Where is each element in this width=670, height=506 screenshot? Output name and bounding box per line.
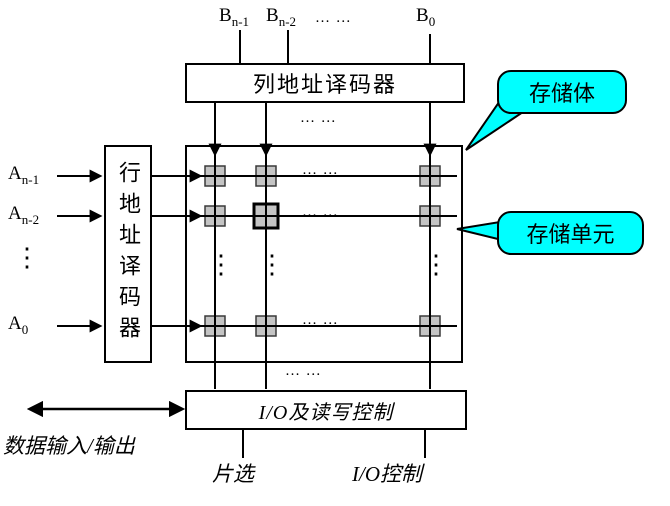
io-readwrite-control-box: I/O及读写控制 bbox=[185, 390, 467, 430]
bus-label-a-n1: An-1 bbox=[8, 163, 39, 188]
top-bus-ellipsis: … … bbox=[315, 10, 352, 26]
bus-label-sub: n-1 bbox=[231, 13, 250, 29]
column-bus-lines-top bbox=[239, 30, 431, 63]
row-address-decoder-box: 行地址译码器 bbox=[104, 145, 152, 363]
callout-memory-bank-label: 存储体 bbox=[528, 81, 595, 106]
bus-label-b-n1: Bn-1 bbox=[219, 5, 249, 30]
bus-label-b-0: B0 bbox=[416, 5, 435, 30]
data-io-label: 数据输入/输出 bbox=[3, 434, 135, 458]
array-col2-vertical-ellipsis: ⋮ bbox=[259, 250, 285, 279]
bus-label-sub: n-1 bbox=[21, 171, 40, 187]
column-address-decoder-box: 列地址译码器 bbox=[185, 63, 465, 103]
array-row2-ellipsis: … … bbox=[302, 204, 339, 220]
address-input-arrows bbox=[57, 169, 103, 333]
bus-label-a-0: A0 bbox=[8, 313, 28, 338]
callout-memory-cell-label: 存储单元 bbox=[526, 222, 615, 247]
bus-label-sub: 0 bbox=[428, 13, 436, 29]
control-input-lines bbox=[242, 428, 426, 458]
decoder-array-ellipsis: … … bbox=[300, 110, 337, 126]
callout-memory-cell: 存储单元 bbox=[497, 211, 644, 255]
chip-select-label: 片选 bbox=[212, 462, 254, 486]
bus-label-sub: n-2 bbox=[278, 13, 297, 29]
bus-label-base: B bbox=[416, 5, 429, 26]
column-select-lines bbox=[208, 101, 437, 389]
bus-label-b-n2: Bn-2 bbox=[266, 5, 296, 30]
array-row1-ellipsis: … … bbox=[302, 162, 339, 178]
bus-label-sub: n-2 bbox=[21, 211, 40, 227]
array-col3-vertical-ellipsis: ⋮ bbox=[423, 250, 449, 279]
memory-array-box bbox=[185, 145, 463, 363]
array-row3-ellipsis: … … bbox=[302, 312, 339, 328]
left-bus-vertical-ellipsis: ⋮ bbox=[14, 243, 40, 272]
bus-label-base: A bbox=[8, 313, 22, 334]
bus-label-sub: 0 bbox=[21, 321, 29, 337]
bus-label-base: A bbox=[8, 163, 22, 184]
io-readwrite-control-label: I/O及读写控制 bbox=[258, 401, 394, 424]
bus-label-base: B bbox=[219, 5, 232, 26]
array-col1-vertical-ellipsis: ⋮ bbox=[208, 250, 234, 279]
bus-label-a-n2: An-2 bbox=[8, 203, 39, 228]
bus-label-base: A bbox=[8, 203, 22, 224]
bus-label-base: B bbox=[266, 5, 279, 26]
row-address-decoder-label: 行地址译码器 bbox=[116, 161, 141, 347]
row-select-lines bbox=[152, 169, 457, 333]
io-control-label: I/O控制 bbox=[352, 462, 422, 486]
column-address-decoder-label: 列地址译码器 bbox=[252, 72, 397, 97]
array-io-ellipsis: … … bbox=[285, 363, 322, 379]
callout-memory-bank: 存储体 bbox=[497, 70, 627, 114]
